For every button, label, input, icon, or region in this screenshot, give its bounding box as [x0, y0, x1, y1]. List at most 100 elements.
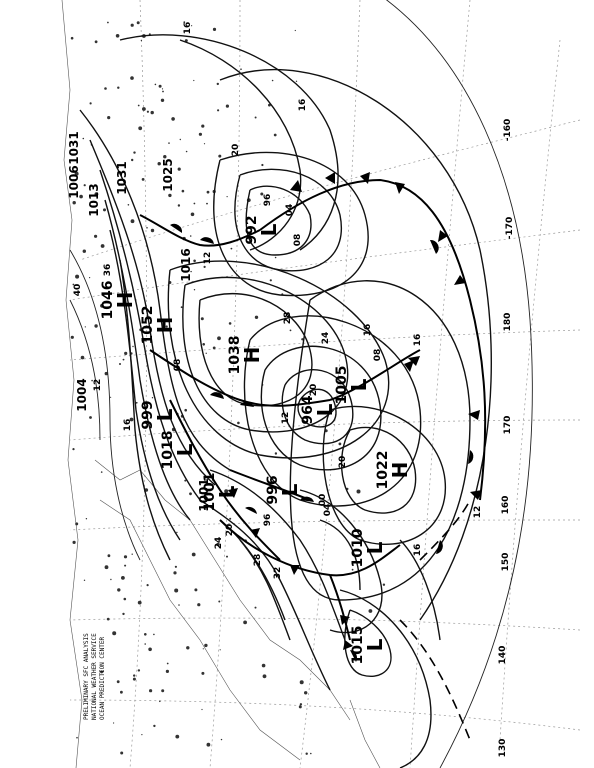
- front-symbols: [170, 172, 482, 662]
- station-dot: [295, 80, 298, 83]
- station-dot: [83, 184, 86, 187]
- station-dot: [145, 421, 148, 424]
- station-dot: [149, 689, 153, 693]
- station-dot: [304, 691, 308, 695]
- left-number: 1016: [179, 248, 193, 281]
- station-dot: [89, 277, 91, 279]
- station-dot: [203, 265, 206, 268]
- isobar-label: 20: [338, 456, 348, 469]
- station-dot: [216, 82, 219, 86]
- isobar-label: 28: [283, 312, 293, 325]
- isobar-label: 96: [263, 514, 273, 527]
- station-dot: [150, 110, 154, 115]
- header-line-2: NATIONAL WEATHER SERVICE: [91, 633, 98, 720]
- station-dot: [146, 227, 148, 229]
- station-plots: [70, 21, 386, 755]
- center-l-symbol: L: [363, 638, 387, 651]
- station-dot: [106, 617, 110, 621]
- isobar-label: 40: [73, 284, 83, 297]
- station-dot: [274, 452, 278, 455]
- isobar-label: 16: [123, 419, 133, 432]
- isobar-label: 00: [318, 494, 328, 507]
- station-dot: [301, 338, 304, 341]
- isobar-label: 04: [323, 504, 333, 517]
- station-dot: [104, 371, 109, 376]
- station-dot: [189, 235, 192, 237]
- station-dot: [193, 259, 196, 263]
- station-dot: [107, 116, 111, 120]
- station-dot: [82, 249, 87, 253]
- station-dot: [185, 150, 188, 153]
- station-dot: [75, 522, 79, 526]
- isobar-label: 16: [298, 99, 308, 112]
- station-dot: [237, 421, 240, 425]
- left-number: 1013: [87, 183, 101, 216]
- station-dot: [274, 256, 277, 259]
- station-dot: [382, 583, 386, 586]
- station-dot: [175, 734, 180, 739]
- isobar-label: 16: [413, 544, 423, 557]
- station-dot: [261, 163, 264, 167]
- station-dot: [124, 351, 128, 355]
- center-l-symbol: L: [153, 408, 177, 421]
- station-dot: [183, 21, 186, 23]
- center-value: 1038: [227, 336, 243, 375]
- station-dot: [191, 552, 196, 557]
- isobar-label: 12: [203, 252, 213, 265]
- station-dot: [229, 517, 232, 520]
- station-dot: [201, 708, 203, 711]
- station-dot: [107, 554, 111, 558]
- station-dot: [122, 358, 125, 361]
- station-dot: [217, 109, 220, 112]
- center-l-symbol: L: [215, 485, 239, 498]
- station-dot: [131, 158, 134, 162]
- station-dot: [94, 192, 99, 197]
- isobar-label: 96: [263, 194, 273, 207]
- station-dot: [137, 104, 140, 107]
- station-dot: [110, 396, 112, 398]
- station-dot: [131, 553, 133, 555]
- station-dot: [143, 338, 147, 342]
- station-dot: [299, 680, 304, 685]
- station-dot: [193, 289, 196, 291]
- station-dot: [202, 648, 204, 650]
- station-dot: [72, 540, 76, 545]
- longitude-label: 150: [501, 553, 511, 572]
- station-dot: [261, 663, 266, 668]
- station-dot: [356, 489, 361, 494]
- station-dot: [133, 151, 136, 154]
- left-number: 1025: [161, 158, 175, 191]
- isobar-label: 16: [363, 324, 373, 337]
- isobar-label: 12: [473, 506, 483, 519]
- station-dot: [294, 29, 296, 32]
- station-dot: [127, 204, 130, 206]
- longitude-label: 170: [503, 416, 513, 435]
- center-l-symbol: L: [257, 223, 281, 236]
- station-dot: [178, 604, 180, 606]
- station-dot: [144, 643, 146, 645]
- station-dot: [177, 167, 181, 171]
- station-dot: [138, 126, 143, 131]
- station-dot: [201, 671, 205, 675]
- station-dot: [218, 600, 221, 603]
- station-dot: [205, 352, 207, 354]
- center-value: 996: [265, 475, 281, 504]
- station-dot: [206, 202, 208, 205]
- graticule: [69, 0, 581, 768]
- station-dot: [368, 609, 373, 613]
- station-dot: [148, 647, 152, 652]
- station-dot: [254, 116, 257, 119]
- station-dot: [161, 689, 165, 693]
- station-dot: [70, 36, 74, 40]
- station-dot: [130, 76, 134, 80]
- station-dot: [217, 336, 221, 341]
- station-dot: [154, 83, 157, 86]
- station-dot: [117, 86, 120, 89]
- station-dot: [212, 346, 216, 350]
- station-dot: [254, 315, 259, 319]
- station-dot: [132, 677, 136, 681]
- center-value: 992: [244, 215, 260, 244]
- center-l-symbol: L: [313, 403, 337, 416]
- station-dot: [70, 335, 74, 339]
